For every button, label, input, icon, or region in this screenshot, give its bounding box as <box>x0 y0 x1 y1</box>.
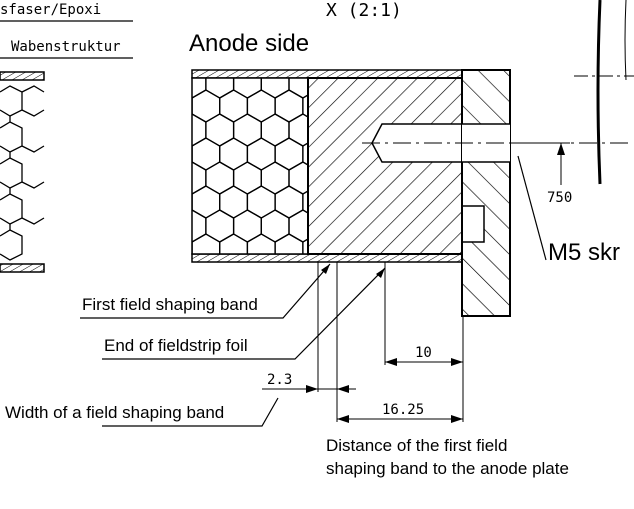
band-extension-lines <box>317 262 464 422</box>
distance-caption-line2: shaping band to the anode plate <box>326 459 569 478</box>
end-foil-callout: End of fieldstrip foil <box>102 267 386 360</box>
distance-caption-line1: Distance of the first field <box>326 436 507 455</box>
insert-block-hatched <box>307 77 463 255</box>
honeycomb-core <box>191 77 309 255</box>
end-foil-label: End of fieldstrip foil <box>104 336 248 355</box>
honeycomb-cell <box>178 258 206 290</box>
honeycomb-cell <box>150 210 178 242</box>
scale-label: X (2:1) <box>326 0 402 21</box>
honeycomb-cell <box>289 258 317 290</box>
dimension-10: 10 <box>385 345 463 366</box>
first-band-callout: First field shaping band <box>80 263 331 319</box>
honeycomb-cell <box>192 241 193 254</box>
honeycomb-cell <box>164 42 192 74</box>
material-fiber-label: sfaser/Epoxi <box>0 2 101 18</box>
material-honeycomb-label: Wabenstruktur <box>11 39 121 55</box>
dimension-16-25: 16.25 <box>337 402 463 423</box>
honeycomb-cell <box>331 42 359 74</box>
left-honeycomb-panel <box>0 71 45 273</box>
width-band-callout: Width of a field shaping band <box>5 397 279 427</box>
dim-750-value: 750 <box>547 190 572 206</box>
honeycomb-sandwich <box>150 42 463 290</box>
screw-callout: M5 skr <box>517 155 620 266</box>
honeycomb-cells <box>150 42 359 290</box>
top-fiber-skin <box>191 69 463 79</box>
anode-plate-hatched <box>461 69 511 317</box>
honeycomb-cell <box>150 258 178 290</box>
honeycomb-cell <box>219 233 249 254</box>
honeycomb-cell <box>192 97 193 115</box>
anode-plate <box>461 69 511 317</box>
honeycomb-cell <box>234 258 262 290</box>
material-labels: sfaser/Epoxi Wabenstruktur <box>0 2 133 59</box>
left-bottom-skin <box>0 263 45 273</box>
left-honeycomb-cells <box>0 85 45 261</box>
honeycomb-cell <box>192 233 221 254</box>
honeycomb-cell <box>246 233 276 254</box>
bottom-fiber-skin <box>191 253 463 263</box>
plate-notch <box>461 205 485 243</box>
dimension-2-3: 2.3 <box>262 372 356 393</box>
cylinder-edge <box>574 0 634 185</box>
first-band-label: First field shaping band <box>82 295 258 314</box>
honeycomb-cell <box>150 162 178 194</box>
dim-10-value: 10 <box>415 345 432 361</box>
honeycomb-cell <box>192 145 193 163</box>
honeycomb-cell <box>150 66 178 98</box>
honeycomb-cell <box>192 193 193 211</box>
insert-block <box>307 77 463 255</box>
left-top-skin <box>0 71 45 81</box>
dim-16-25-value: 16.25 <box>382 402 424 418</box>
screw-label: M5 skr <box>548 239 620 266</box>
honeycomb-cell <box>274 233 304 254</box>
width-band-label: Width of a field shaping band <box>5 403 224 422</box>
honeycomb-cell <box>261 258 289 290</box>
honeycomb-cell <box>206 258 234 290</box>
dimension-750: 750 <box>512 142 572 206</box>
dim-2-3-value: 2.3 <box>267 372 292 388</box>
anode-side-title: Anode side <box>189 30 309 57</box>
honeycomb-cell <box>150 114 178 146</box>
